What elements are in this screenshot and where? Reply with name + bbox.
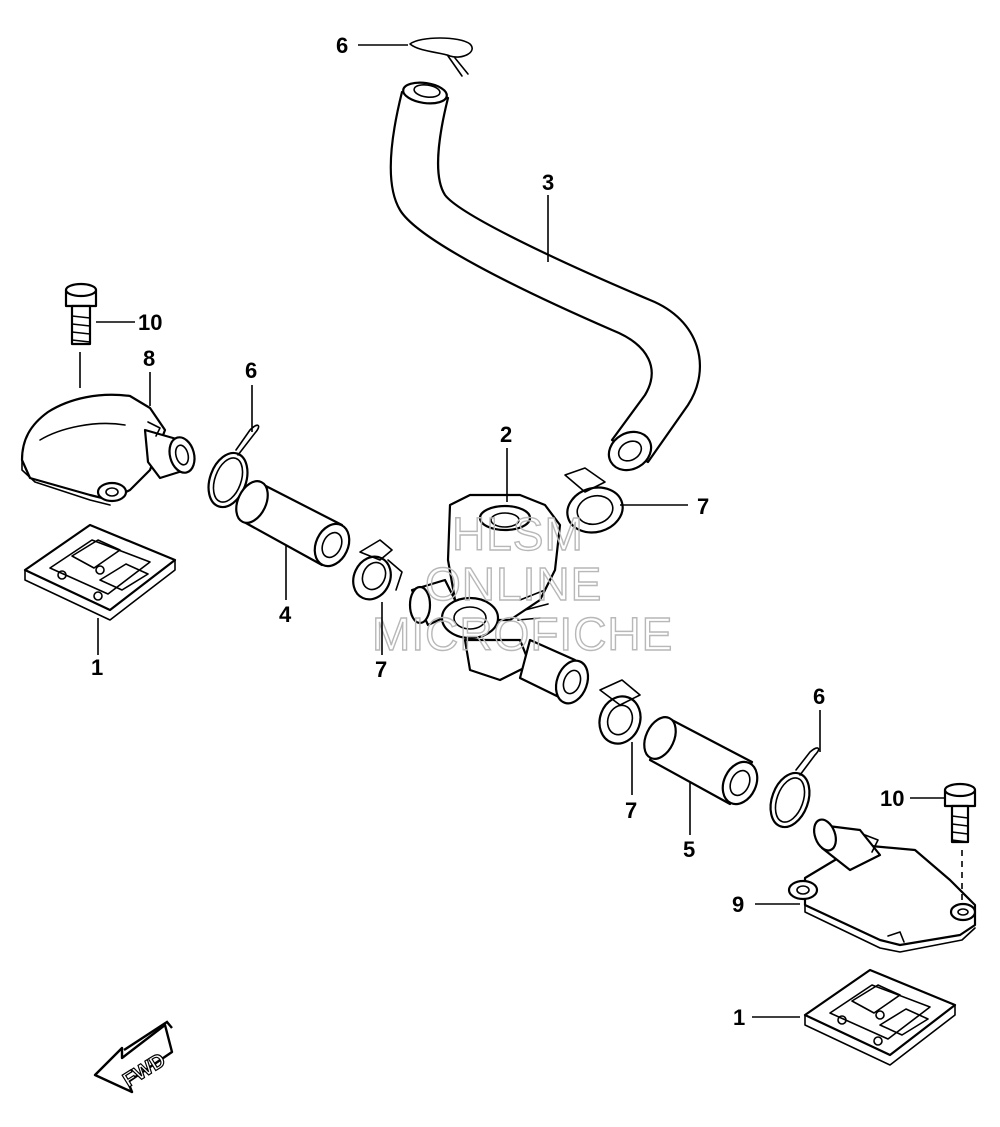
watermark-line-1: HLSM — [452, 508, 584, 560]
callout-6-top: 6 — [336, 33, 348, 58]
callout-3: 3 — [542, 170, 554, 195]
callout-7-right-top: 7 — [697, 494, 709, 519]
callout-9: 9 — [732, 892, 744, 917]
cover-part-9 — [787, 818, 977, 953]
bolt-part-10-right — [943, 782, 977, 900]
callout-1-right: 1 — [733, 1005, 745, 1030]
callout-2: 2 — [500, 422, 512, 447]
clamp-part-7-right-bottom — [598, 679, 642, 745]
callout-7-right-bottom: 7 — [625, 798, 637, 823]
clamp-part-7-right-top — [564, 467, 624, 534]
valve-part-2 — [408, 493, 590, 705]
reed-plate-part-1-right — [803, 968, 957, 1066]
hose-part-4 — [235, 480, 351, 568]
leader-lines — [79, 44, 945, 1018]
arrow-down-left-icon — [93, 1023, 174, 1094]
callout-5: 5 — [683, 837, 695, 862]
callout-4: 4 — [279, 602, 292, 627]
clamp-part-7-left — [352, 539, 403, 601]
callout-10-right: 10 — [880, 786, 904, 811]
callout-8: 8 — [143, 346, 155, 371]
callout-labels: 6 3 10 8 6 2 7 4 1 7 6 7 5 10 9 1 — [91, 33, 904, 1030]
bolt-part-10-left — [64, 282, 98, 346]
watermark-line-3: MICROFICHE — [372, 608, 673, 660]
callout-6-right: 6 — [813, 684, 825, 709]
clip-part-6-left — [207, 424, 260, 509]
clip-part-6-right — [769, 747, 820, 829]
callout-6-left: 6 — [245, 358, 257, 383]
reed-plate-part-1-left — [23, 523, 177, 621]
cover-part-8 — [20, 393, 196, 506]
callout-1-left: 1 — [91, 655, 103, 680]
clip-part-6-top — [409, 37, 473, 77]
hose-part-3 — [389, 81, 701, 472]
fwd-badge: FWD — [93, 1020, 174, 1094]
watermark: HLSM ONLINE MICROFICHE — [371, 507, 673, 660]
hose-part-5 — [643, 716, 759, 806]
watermark-line-2: ONLINE — [425, 558, 602, 610]
callout-10-left: 10 — [138, 310, 162, 335]
callout-7-left: 7 — [375, 657, 387, 682]
